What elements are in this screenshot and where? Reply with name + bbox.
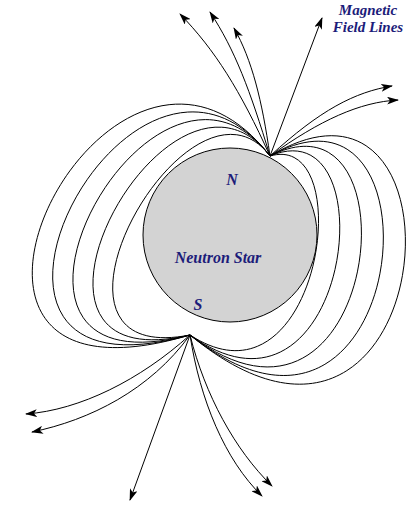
- field-lines-label: Magnetic Field Lines: [322, 2, 414, 36]
- pole-label: S: [194, 296, 203, 314]
- star-label: Neutron Star: [175, 249, 262, 267]
- pole-label: N: [226, 171, 238, 189]
- neutron-star: N Neutron StarS: [142, 147, 318, 323]
